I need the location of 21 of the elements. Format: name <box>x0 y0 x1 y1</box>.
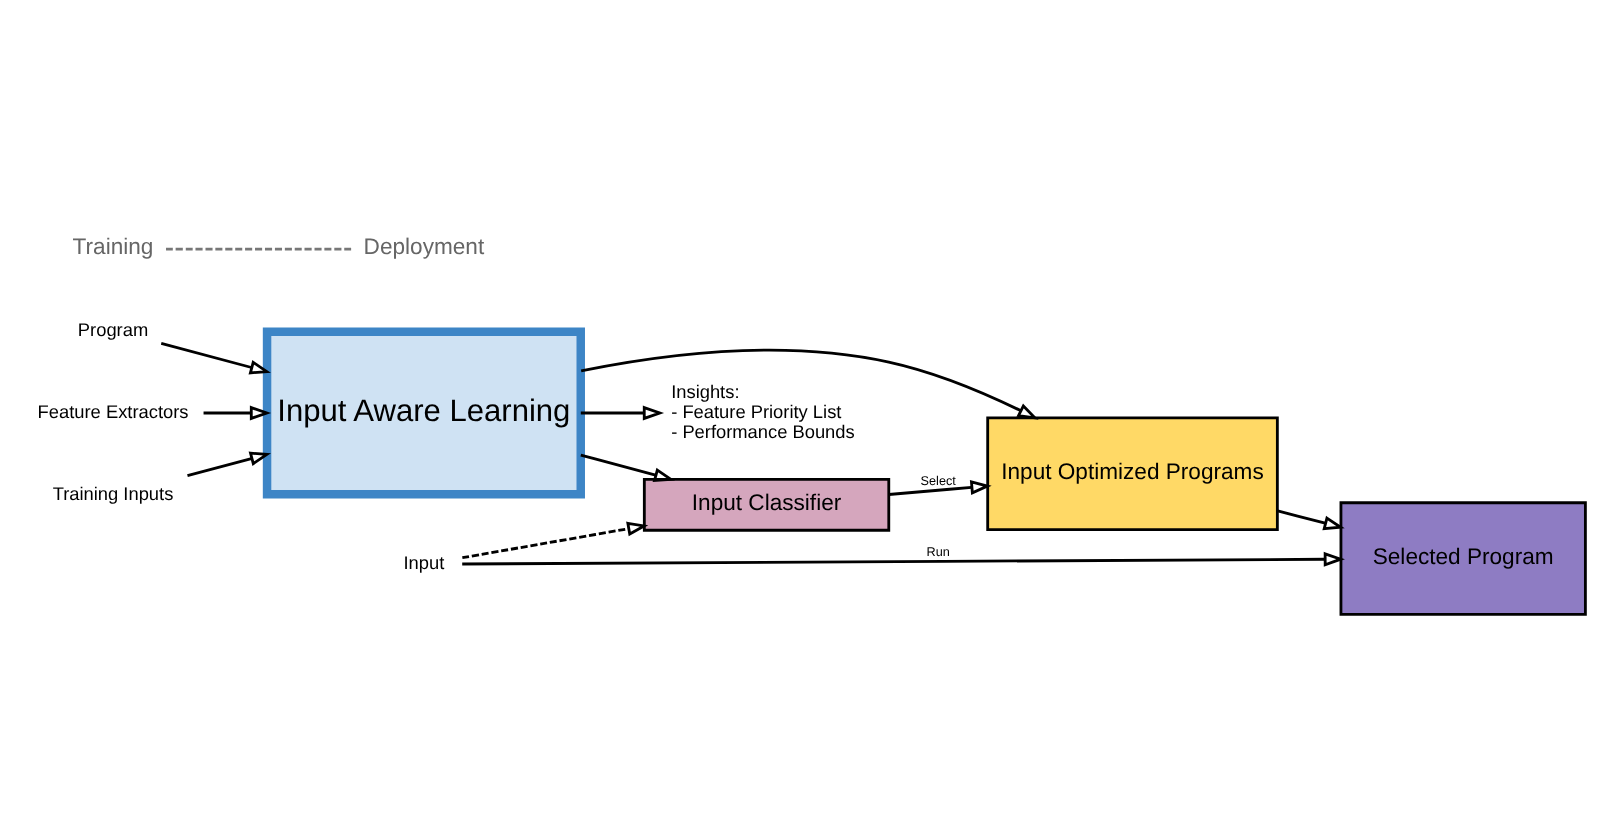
node-text: Program <box>77 319 149 340</box>
arrow <box>580 453 676 483</box>
node-text: Feature Extractors <box>37 401 189 422</box>
arrow <box>1277 509 1345 531</box>
arrow <box>203 405 272 421</box>
arrow <box>187 451 272 477</box>
label: Deployment <box>363 236 485 261</box>
arrow <box>462 521 649 560</box>
arrow <box>580 349 1039 420</box>
node-box: Input Classifier <box>642 478 891 532</box>
arrow <box>462 551 1345 567</box>
node-box: Input Aware Learning <box>262 327 585 499</box>
node-text: Insights: - Feature Priority List - Performance Bounds <box>671 382 855 442</box>
arrow <box>160 342 271 375</box>
node-text: Training Inputs <box>52 483 174 504</box>
node-box: Input Optimized Programs <box>986 416 1279 531</box>
node-text: Input <box>403 552 445 573</box>
arrow <box>580 405 665 421</box>
node-box: Selected Program <box>1339 501 1587 616</box>
label: Training <box>72 236 154 261</box>
arrow <box>888 480 992 496</box>
